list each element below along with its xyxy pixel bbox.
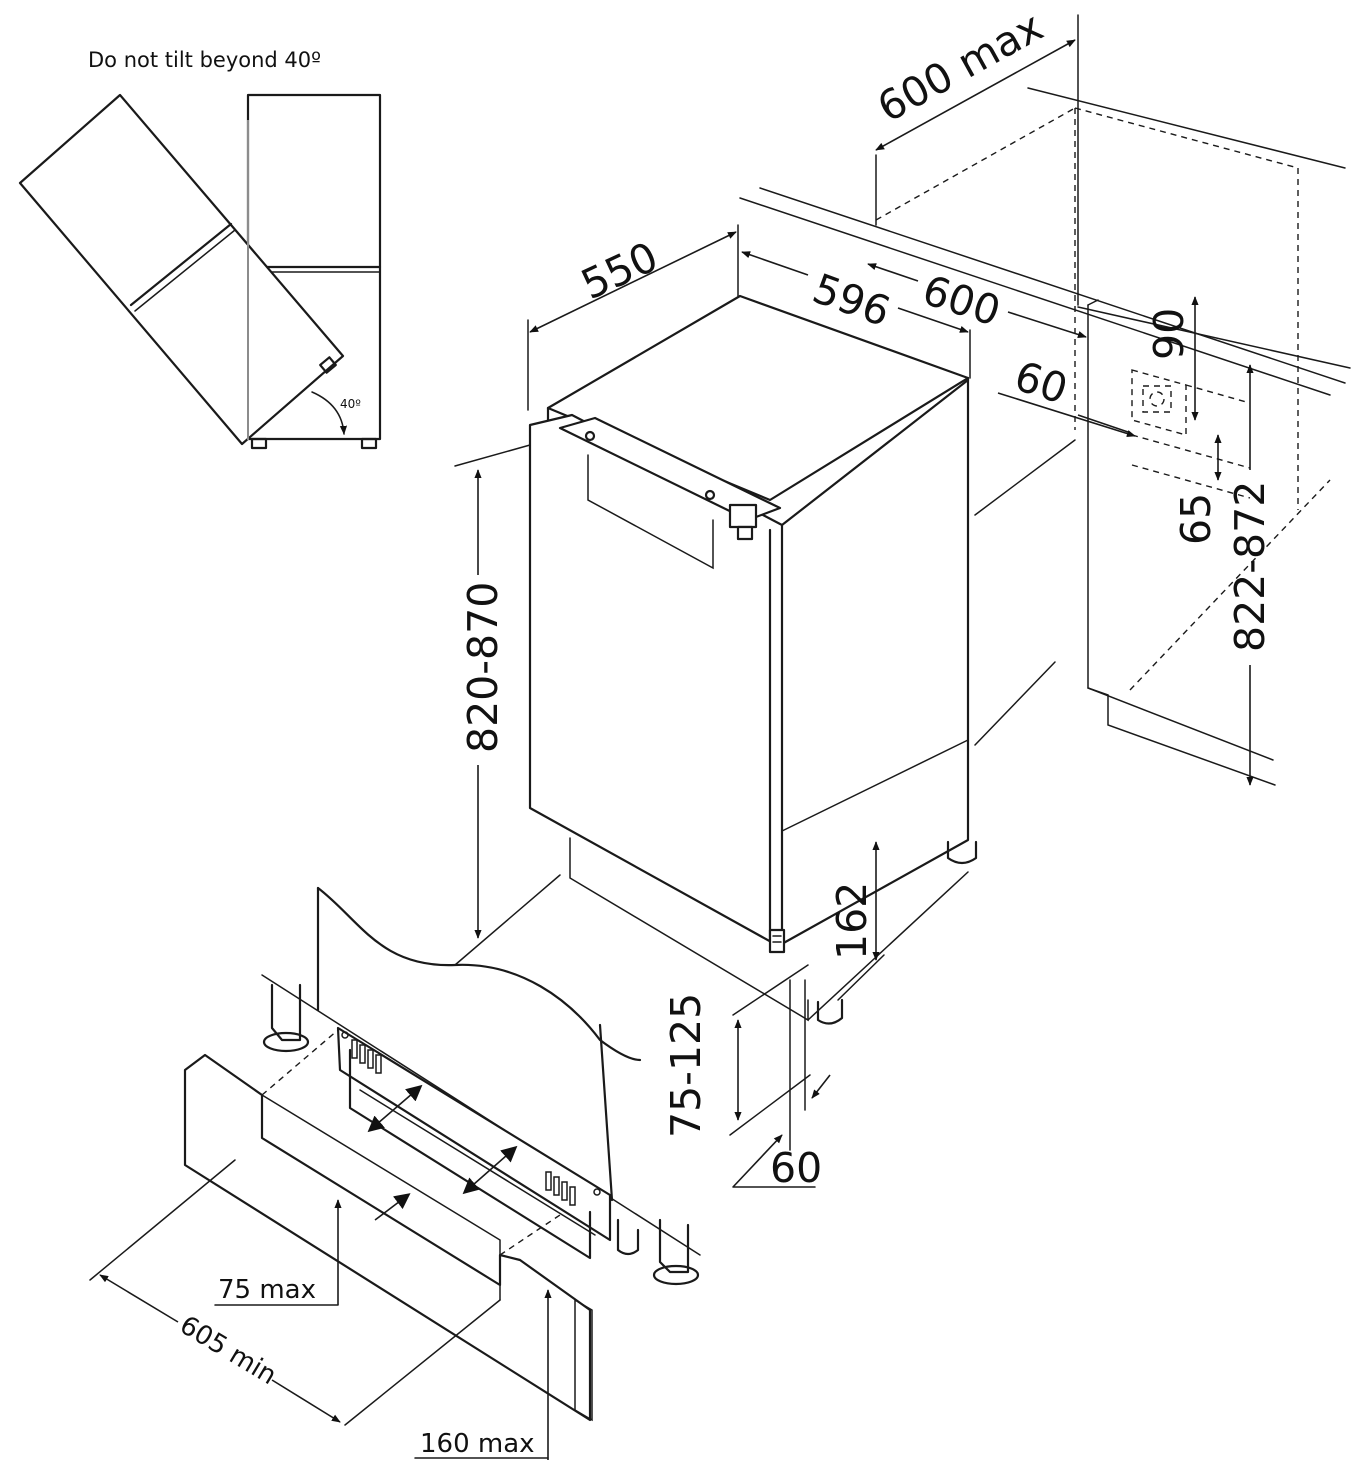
- fridge-body: [528, 294, 978, 1025]
- tilt-warning-inset: Do not tilt beyond 40º 40º: [18, 48, 382, 450]
- dimension-60-plinth: 60: [732, 979, 831, 1192]
- dimension-600-max: 600 max: [870, 2, 1076, 151]
- svg-text:600: 600: [917, 266, 1006, 336]
- svg-text:90: 90: [1145, 308, 1193, 360]
- electrical-socket: [1131, 369, 1251, 499]
- dimension-75-max: 75 max: [214, 1199, 342, 1306]
- dimension-822-872: 822-872: [1226, 364, 1274, 786]
- tilt-angle-label: 40º: [340, 397, 361, 411]
- adjustable-legs: [262, 983, 700, 1286]
- dimension-162: 162: [828, 841, 885, 1001]
- tilt-angle-arrow: [311, 391, 348, 435]
- svg-text:820-870: 820-870: [459, 582, 507, 753]
- svg-text:822-872: 822-872: [1226, 481, 1274, 652]
- dimension-75-125: 75-125: [662, 964, 811, 1138]
- plinth-assembly: [183, 886, 701, 1422]
- svg-text:60: 60: [1009, 352, 1073, 414]
- push-arrow: [374, 1193, 411, 1221]
- svg-text:75-125: 75-125: [662, 993, 710, 1138]
- dimension-60-vent: 60: [997, 352, 1136, 438]
- svg-text:162: 162: [828, 882, 876, 960]
- dimension-820-870: 820-870: [454, 444, 561, 966]
- cabinet-niche: [739, 14, 1351, 786]
- tilted-fridge-outline: [18, 93, 345, 446]
- dimension-90: 90: [1145, 296, 1199, 421]
- svg-text:75 max: 75 max: [218, 1275, 316, 1305]
- svg-text:600 max: 600 max: [870, 2, 1051, 132]
- svg-text:605 min: 605 min: [174, 1310, 281, 1391]
- svg-text:60: 60: [770, 1144, 822, 1192]
- svg-text:550: 550: [574, 232, 665, 309]
- move-arrow-right: [462, 1145, 518, 1195]
- dimension-160-max: 160 max: [414, 1289, 552, 1460]
- clip-teeth: [341, 1031, 601, 1206]
- tilt-warning-text: Do not tilt beyond 40º: [88, 48, 321, 72]
- svg-text:65: 65: [1172, 493, 1220, 545]
- dimension-600: 600: [867, 263, 1087, 338]
- move-arrow-left: [367, 1084, 423, 1133]
- svg-text:160 max: 160 max: [420, 1429, 535, 1459]
- dimension-65: 65: [1172, 434, 1222, 545]
